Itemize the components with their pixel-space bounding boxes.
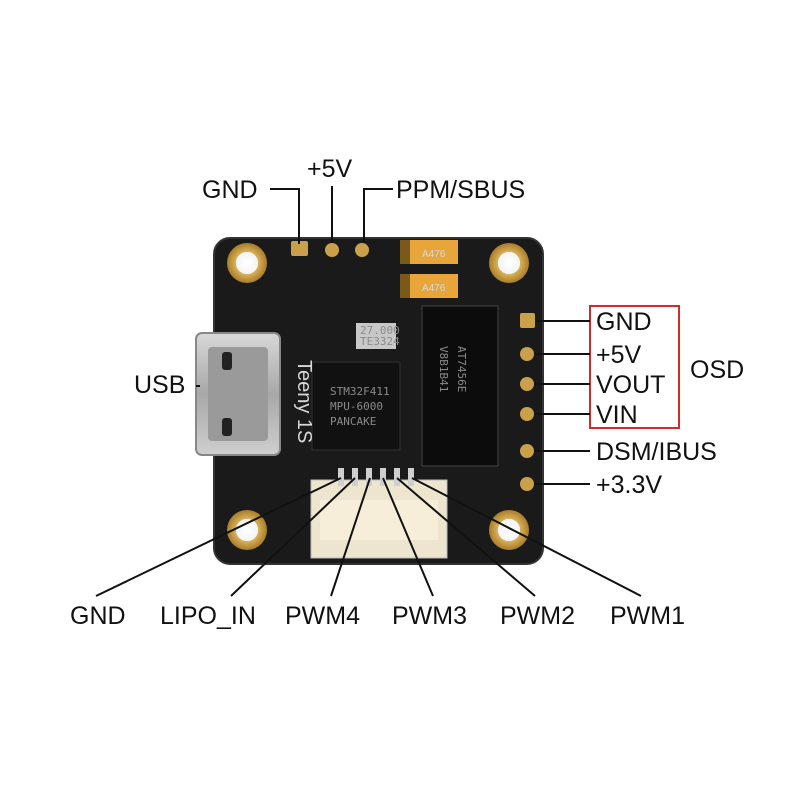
- pad-osd-5v: [520, 347, 534, 361]
- pad-3v3: [520, 477, 534, 491]
- leader-lines: [95, 186, 642, 597]
- silkscreen-name: Teeny 1S: [293, 360, 315, 443]
- osd-marking-1: AT7456E: [455, 346, 468, 392]
- label-dsm-ibus: DSM/IBUS: [596, 438, 717, 466]
- label-pwm3: PWM3: [392, 602, 467, 630]
- label-pwm2: PWM2: [500, 602, 575, 630]
- pad-top-gnd: [291, 241, 308, 256]
- mount-hole-br: [489, 510, 529, 550]
- label-pwm1: PWM1: [610, 602, 685, 630]
- capacitor-1: A476: [400, 240, 458, 264]
- cap-marking-1: A476: [422, 249, 446, 260]
- label-bottom-gnd: GND: [70, 602, 126, 630]
- label-usb: USB: [134, 371, 185, 399]
- mcu-marking-1: STM32F411: [330, 385, 390, 398]
- usb-connector: [195, 332, 281, 456]
- pad-osd-gnd: [520, 313, 535, 328]
- label-3v3: +3.3V: [596, 471, 662, 499]
- crystal: 27.000 TE3324: [356, 323, 400, 349]
- label-lipo-in: LIPO_IN: [160, 602, 256, 630]
- label-pwm4: PWM4: [285, 602, 360, 630]
- mcu-marking-2: MPU-6000: [330, 400, 383, 413]
- mcu-marking-3: PANCAKE: [330, 415, 376, 428]
- osd-chip: AT7456E V8B1B41: [421, 305, 499, 467]
- cap-marking-2: A476: [422, 283, 446, 294]
- label-osd-gnd: GND: [596, 308, 652, 336]
- label-osd-group: OSD: [690, 356, 744, 384]
- label-top-gnd: GND: [202, 176, 258, 204]
- osd-highlight-box: [589, 305, 680, 429]
- label-osd-vin: VIN: [596, 401, 638, 429]
- mount-hole-bl: [227, 510, 267, 550]
- osd-marking-2: V8B1B41: [437, 346, 450, 392]
- pad-top-ppm: [355, 243, 369, 257]
- pad-top-5v: [325, 243, 339, 257]
- label-top-ppm-sbus: PPM/SBUS: [396, 176, 525, 204]
- capacitor-2: A476: [400, 274, 458, 298]
- pad-osd-vin: [520, 407, 534, 421]
- pad-dsm: [520, 444, 534, 458]
- pad-osd-vout: [520, 377, 534, 391]
- label-osd-5v: +5V: [596, 341, 642, 369]
- bottom-connector: [310, 468, 448, 559]
- label-top-5v: +5V: [307, 155, 353, 183]
- label-osd-vout: VOUT: [596, 371, 665, 399]
- mount-hole-tr: [489, 243, 529, 283]
- crystal-marking-1: 27.000: [360, 324, 400, 337]
- mcu-chip: STM32F411 MPU-6000 PANCAKE: [311, 361, 401, 451]
- crystal-marking-2: TE3324: [360, 335, 400, 348]
- mount-hole-tl: [227, 243, 267, 283]
